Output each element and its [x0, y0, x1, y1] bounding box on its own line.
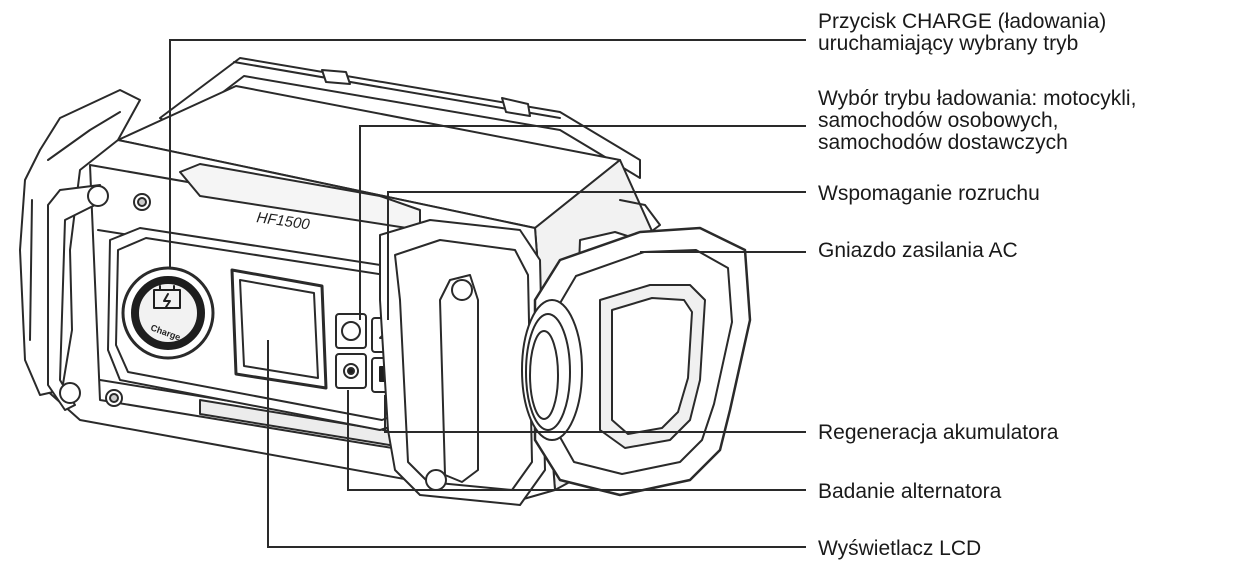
cable-coil [522, 300, 582, 440]
callout-jump-start: Wspomaganie rozruchu [818, 183, 1040, 205]
right-frame [380, 220, 545, 505]
callout-alternator-test: Badanie alternatora [818, 481, 1001, 503]
callout-battery-regeneration: Regeneracja akumulatora [818, 422, 1058, 444]
lcd-display-graphic [232, 270, 326, 388]
callout-lcd-display: Wyświetlacz LCD [818, 538, 981, 560]
callout-ac-socket: Gniazdo zasilania AC [818, 240, 1018, 262]
charge-button-graphic [123, 268, 213, 358]
callout-mode-select: Wybór trybu ładowania: motocykli, samoch… [818, 88, 1136, 154]
callout-charge-button: Przycisk CHARGE (ładowania) uruchamiając… [818, 11, 1106, 55]
